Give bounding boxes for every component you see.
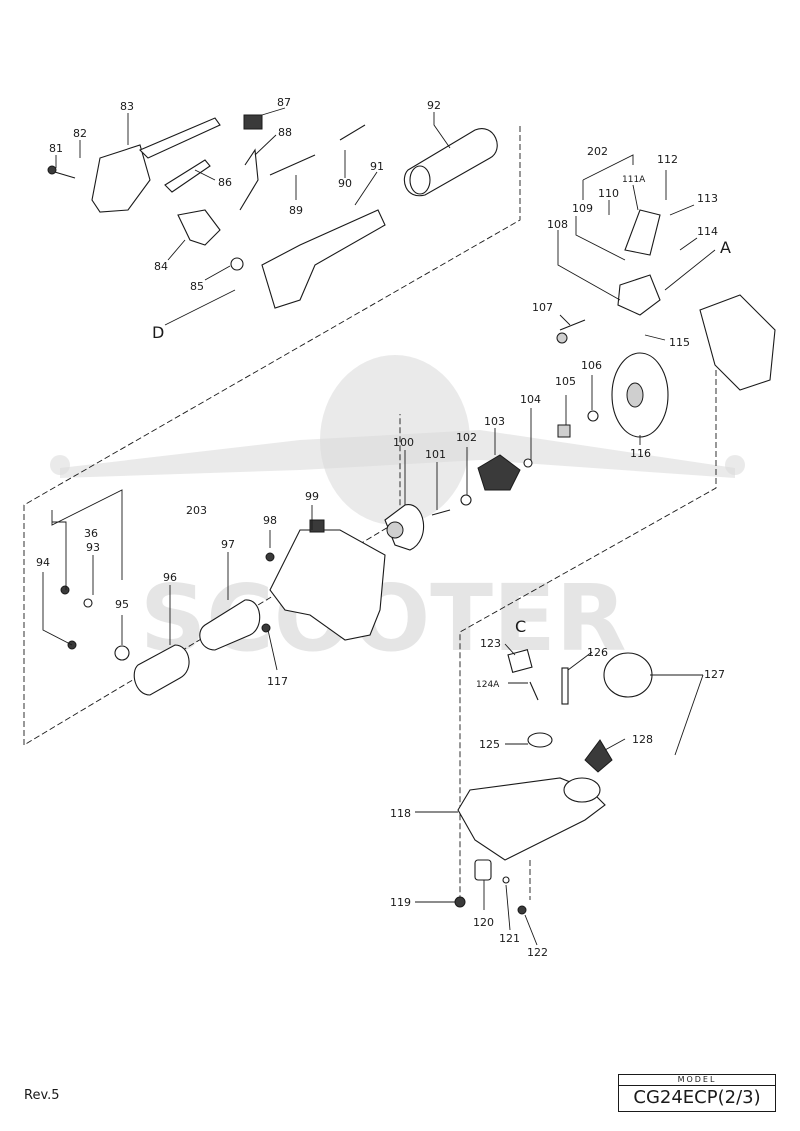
part-label-121: 121 xyxy=(499,932,520,945)
model-name: CG24ECP(2/3) xyxy=(633,1087,761,1108)
part-label-92: 92 xyxy=(427,99,441,112)
part-label-100: 100 xyxy=(393,436,414,449)
part-label-98: 98 xyxy=(263,514,277,527)
part-label-127: 127 xyxy=(704,668,725,681)
leader-lines xyxy=(42,107,716,946)
part-label-111A: 111A xyxy=(622,175,646,185)
part-label-108: 108 xyxy=(547,218,568,231)
part-labels: 81 82 83 84 85 86 87 88 89 90 91 92 93 9… xyxy=(36,96,725,959)
part-label-128: 128 xyxy=(632,733,653,746)
part-label-93: 93 xyxy=(86,541,100,554)
assembly-frames xyxy=(23,126,717,900)
part-label-125: 125 xyxy=(479,738,500,751)
part-label-124A: 124A xyxy=(476,680,500,690)
part-label-107: 107 xyxy=(532,301,553,314)
part-label-88: 88 xyxy=(278,126,292,139)
part-label-97: 97 xyxy=(221,538,235,551)
part-label-94: 94 xyxy=(36,556,50,569)
part-label-82: 82 xyxy=(73,127,87,140)
part-label-105: 105 xyxy=(555,375,576,388)
view-label-c: C xyxy=(515,617,526,636)
part-label-104: 104 xyxy=(520,393,541,406)
part-label-85: 85 xyxy=(190,280,204,293)
part-label-81: 81 xyxy=(49,142,63,155)
part-label-96: 96 xyxy=(163,571,177,584)
part-label-203: 203 xyxy=(186,504,207,517)
part-label-126: 126 xyxy=(587,646,608,659)
model-caption: MODEL xyxy=(619,1075,775,1086)
part-label-103: 103 xyxy=(484,415,505,428)
part-label-102: 102 xyxy=(456,431,477,444)
view-label-d: D xyxy=(152,323,164,342)
part-label-113: 113 xyxy=(697,192,718,205)
part-label-36: 36 xyxy=(84,527,98,540)
part-label-101: 101 xyxy=(425,448,446,461)
part-label-112: 112 xyxy=(657,153,678,166)
part-label-123: 123 xyxy=(480,637,501,650)
part-drawings xyxy=(47,114,776,915)
part-label-119: 119 xyxy=(390,896,411,909)
part-label-115: 115 xyxy=(669,336,690,349)
part-label-83: 83 xyxy=(120,100,134,113)
part-label-89: 89 xyxy=(289,204,303,217)
part-label-109: 109 xyxy=(572,202,593,215)
watermark-text: SCOOTER xyxy=(140,565,627,672)
view-label-a: A xyxy=(720,238,731,257)
model-title-block: MODEL CG24ECP(2/3) xyxy=(618,1074,776,1112)
view-labels: A C D xyxy=(152,238,731,636)
part-label-84: 84 xyxy=(154,260,168,273)
part-label-87: 87 xyxy=(277,96,291,109)
part-label-99: 99 xyxy=(305,490,319,503)
part-label-122: 122 xyxy=(527,946,548,959)
part-label-106: 106 xyxy=(581,359,602,372)
part-label-202: 202 xyxy=(587,145,608,158)
part-label-120: 120 xyxy=(473,916,494,929)
part-label-95: 95 xyxy=(115,598,129,611)
part-label-114: 114 xyxy=(697,225,718,238)
part-label-110: 110 xyxy=(598,187,619,200)
part-label-91: 91 xyxy=(370,160,384,173)
part-label-116: 116 xyxy=(630,447,651,460)
part-label-90: 90 xyxy=(338,177,352,190)
part-label-118: 118 xyxy=(390,807,411,820)
revision-label: Rev.5 xyxy=(24,1088,60,1103)
part-label-86: 86 xyxy=(218,176,232,189)
part-label-117: 117 xyxy=(267,675,288,688)
